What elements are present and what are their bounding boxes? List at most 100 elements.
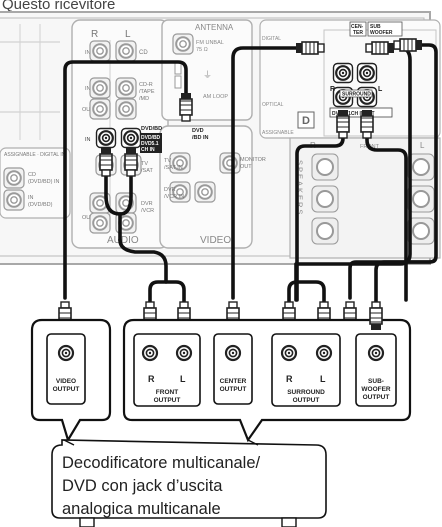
dvd51-input-label: DVD 5.1CH INPUT: [332, 111, 375, 117]
svg-text:L: L: [180, 374, 186, 384]
svg-text:R: R: [330, 86, 335, 93]
svg-text:DVD/BD: DVD/BD: [141, 135, 161, 141]
svg-text:/VCR: /VCR: [141, 208, 154, 214]
svg-text:L: L: [420, 141, 425, 150]
svg-text:OUTPUT: OUTPUT: [220, 386, 247, 393]
svg-text:WOOFER: WOOFER: [370, 30, 393, 36]
video-output-jack: [57, 344, 75, 362]
center-input-jack: [332, 62, 354, 84]
callout-box: [51, 439, 327, 527]
subwoofer-cable: [348, 43, 438, 300]
digital-in-1-jack: [3, 167, 25, 189]
svg-text:L: L: [320, 374, 326, 384]
svg-text:WOOFER: WOOFER: [361, 386, 391, 393]
front-cable-r: [104, 156, 122, 216]
dolby-logo: D: [302, 115, 310, 127]
cables: [63, 43, 438, 307]
svg-text:/BD IN: /BD IN: [192, 135, 209, 141]
cdr-out-l-jack: [115, 98, 137, 120]
svg-text:CH IN: CH IN: [141, 147, 155, 153]
svg-text:/SAT: /SAT: [141, 168, 153, 174]
surround-output-r-jack: [280, 344, 298, 362]
speaker-terminals: [311, 153, 435, 245]
receiver-title: Questo ricevitore: [2, 0, 115, 13]
svg-text:TV: TV: [141, 161, 148, 167]
svg-text:TER: TER: [353, 30, 363, 36]
svg-text:FM UNBAL: FM UNBAL: [196, 40, 224, 46]
center-cable: [231, 46, 300, 300]
svg-text:IN: IN: [85, 50, 91, 56]
svg-text:CD: CD: [28, 172, 36, 178]
svg-text:/TAPE: /TAPE: [139, 89, 155, 95]
svg-text:IN: IN: [85, 86, 91, 92]
svg-text:OUT: OUT: [240, 164, 252, 170]
front-output-r-jack: [141, 344, 159, 362]
subwoofer-output-jack: [367, 344, 385, 362]
svg-text:(DVD/BD) IN: (DVD/BD) IN: [28, 179, 60, 185]
center-output-jack: [224, 344, 242, 362]
svg-text:SUB-: SUB-: [368, 378, 384, 385]
svg-text:MONITOR: MONITOR: [240, 157, 266, 163]
svg-text:OUTPUT: OUTPUT: [53, 386, 80, 393]
front-output-l-jack: [175, 344, 193, 362]
svg-text:OUTPUT: OUTPUT: [293, 397, 320, 404]
svg-text:/SAT IN: /SAT IN: [164, 165, 183, 171]
audio-col-l: L: [125, 29, 131, 40]
svg-text:CD-R: CD-R: [139, 82, 153, 88]
svg-text:ASSIGNABLE: ASSIGNABLE: [262, 130, 294, 136]
svg-text:DIGITAL: DIGITAL: [262, 36, 281, 42]
front-out-joint: [118, 238, 168, 284]
dvr-out-r-jack: [89, 212, 111, 234]
svg-text:CENTER: CENTER: [220, 378, 247, 385]
callout-text: Decodificatore multicanale/ DVD con jack…: [62, 452, 324, 521]
svg-text:VIDEO: VIDEO: [56, 378, 76, 385]
svg-text:⏚: ⏚: [203, 70, 212, 80]
callout-line-2: DVD con jack d’uscita: [62, 477, 223, 495]
cd-in-r-jack: [89, 40, 111, 62]
subwoofer-cable-drop: [374, 260, 432, 330]
cd-in-l-jack: [115, 40, 137, 62]
svg-text:R: R: [286, 374, 293, 384]
svg-text:DVR: DVR: [141, 201, 153, 207]
video-label: VIDEO: [200, 235, 231, 246]
subwoofer-input-label: SUB: [370, 24, 381, 30]
digital-in-2-jack: [3, 189, 25, 211]
front-out-cable: [148, 280, 186, 307]
surround-cable-l: [365, 116, 408, 302]
fm-antenna-jack: [172, 33, 194, 55]
svg-text:(DVD/BD): (DVD/BD): [28, 202, 53, 208]
svg-text:R: R: [148, 374, 155, 384]
cd-label: CD: [139, 50, 148, 56]
svg-text:OUT: OUT: [82, 215, 94, 221]
video-cable: [63, 60, 188, 300]
svg-text:AM LOOP: AM LOOP: [203, 94, 228, 100]
decoder-outputs: VIDEO OUTPUT R L FRONT OUTPUT CENTER OUT…: [30, 318, 412, 443]
svg-text:OUT: OUT: [82, 107, 94, 113]
audio-col-r: R: [91, 29, 98, 40]
surround-cable-r: [295, 116, 345, 302]
svg-text:TV: TV: [164, 158, 171, 164]
callout-line-1: Decodificatore multicanale/: [62, 454, 261, 472]
svg-text:IN: IN: [85, 137, 91, 143]
svg-text:OPTICAL: OPTICAL: [262, 102, 284, 108]
callout-line-3: analogica multicanale: [62, 500, 221, 518]
antenna-label: ANTENNA: [195, 23, 234, 32]
svg-text:IN: IN: [28, 195, 34, 201]
dvr-video-out-jack: [194, 181, 216, 203]
surround-input-label: SURROUND: [342, 92, 371, 98]
svg-text:DVR: DVR: [164, 187, 176, 193]
surround-output-l-jack: [315, 344, 333, 362]
svg-text:75 Ω: 75 Ω: [196, 47, 208, 53]
svg-text:DVD: DVD: [192, 128, 204, 134]
cdr-out-r-jack: [89, 98, 111, 120]
monitor-out-jack: [219, 152, 241, 174]
svg-text:L: L: [378, 86, 383, 93]
audio-label: AUDIO: [107, 235, 139, 246]
front-cable-l: [118, 156, 133, 216]
svg-text:DVD5.1: DVD5.1: [141, 141, 159, 147]
dvd-in-l-jack: [120, 127, 142, 149]
svg-text:DVD/BD: DVD/BD: [141, 126, 162, 132]
svg-text:/VCR IN: /VCR IN: [164, 194, 184, 200]
svg-text:ASSIGNABLE · DIGITAL IN: ASSIGNABLE · DIGITAL IN: [4, 152, 66, 158]
